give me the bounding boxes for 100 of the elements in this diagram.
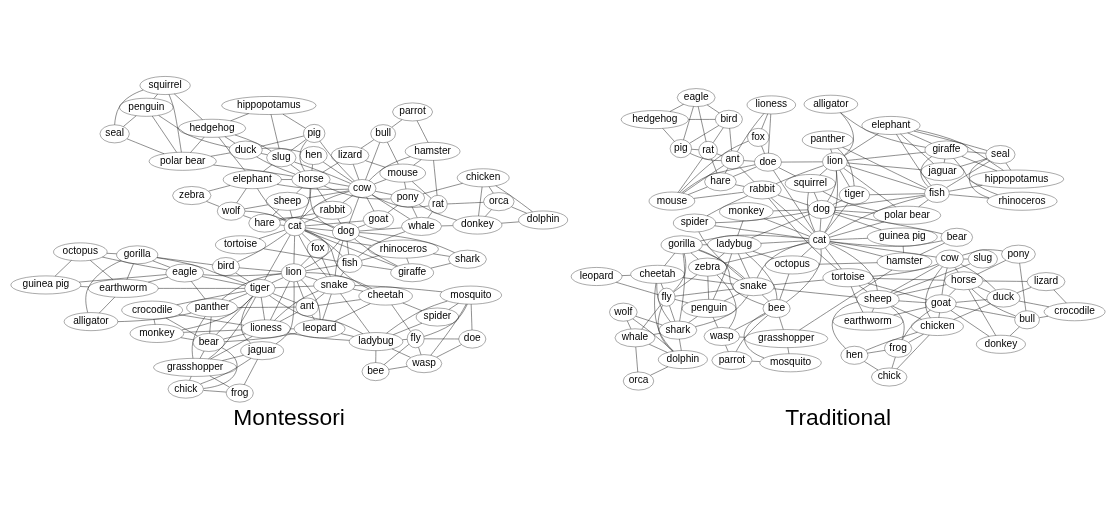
connector [763,218,810,237]
node-ellipse: panther [186,298,238,318]
node-ellipse: shark [658,320,698,340]
connector [902,309,931,340]
connector [114,89,144,125]
node-ellipse: dolphin [518,210,568,230]
connector [411,206,418,218]
node-ellipse: tiger [838,185,870,205]
connector [393,322,423,335]
node-ellipse: bee [361,362,390,381]
connector [890,264,940,293]
connector [290,328,295,330]
connector [869,193,925,195]
connector [222,355,244,361]
connector [153,318,156,325]
connector [270,114,280,149]
node-ellipse: ant [295,297,319,317]
connector [180,337,195,341]
connector [824,170,838,233]
node-ellipse: tortoise [822,268,874,288]
connector [867,283,928,301]
node-ellipse: mouse [648,191,696,211]
node-ellipse: cheetah [630,265,685,284]
connector [274,290,319,321]
connector [261,147,302,153]
connector [322,162,339,173]
connector [275,281,295,344]
node-ellipse: fish [337,254,363,273]
node-ellipse: orca [483,192,515,211]
node-ellipse: monkey [129,324,184,343]
connector [723,293,740,302]
connector [919,242,945,255]
node-ellipse: rhinoceros [368,239,439,259]
node-ellipse: rabbit [742,180,782,200]
connector [359,232,455,253]
connector [334,303,371,322]
node-ellipse: elephant [222,170,282,189]
connector [833,213,882,231]
connector [366,196,375,212]
connector [260,297,265,321]
node-ellipse: squirrel [784,174,836,193]
connector [773,288,858,298]
connector [827,170,837,202]
connector [447,202,484,205]
connector [829,242,884,257]
connector [844,133,879,156]
connector [279,311,299,322]
connector [697,106,707,142]
connector [837,148,855,187]
connector [872,263,939,277]
connector [721,273,739,281]
connector [304,229,372,246]
node-ellipse: hedgehog [178,119,246,138]
node-ellipse: horse [944,271,984,291]
connector [200,358,252,385]
connector [635,316,663,326]
connector [213,164,294,177]
connector [739,336,746,338]
node-ellipse: eagle [165,263,204,283]
connector [893,263,971,294]
connector [276,184,349,190]
node-ellipse: bird [715,110,743,129]
connector [183,329,243,333]
connector [679,140,749,193]
connector [712,253,732,300]
connector [946,160,991,188]
connector [304,216,319,223]
node-ellipse: guinea pig [867,227,938,247]
connector [825,203,849,233]
node-ellipse: gorilla [116,245,159,265]
connector [893,306,927,316]
node-ellipse: earthworm [832,311,904,331]
connector [632,318,674,352]
connector [235,272,250,282]
node-ellipse: polar bear [873,205,941,225]
node-ellipse: doe [754,152,782,172]
connector [775,165,824,184]
connector [777,194,810,206]
node-ellipse: wasp [703,327,740,346]
connector [960,264,996,291]
connector [305,220,364,227]
connector [90,260,114,280]
node-ellipse: parrot [711,351,753,370]
connector [734,313,766,331]
connector [411,181,432,199]
connector [890,306,905,340]
node-ellipse: whale [401,217,442,236]
node-ellipse: rhinoceros [986,191,1058,211]
connector [260,135,304,147]
node-ellipse: alligator [63,312,119,331]
connector [955,306,1016,318]
node-ellipse: leopard [293,319,346,339]
connector [729,128,732,152]
connector [641,303,662,330]
connector [301,279,321,320]
connector [181,296,253,331]
connector [348,197,360,224]
label: Montessori [233,403,345,430]
connector [829,221,885,238]
connector [237,232,287,263]
